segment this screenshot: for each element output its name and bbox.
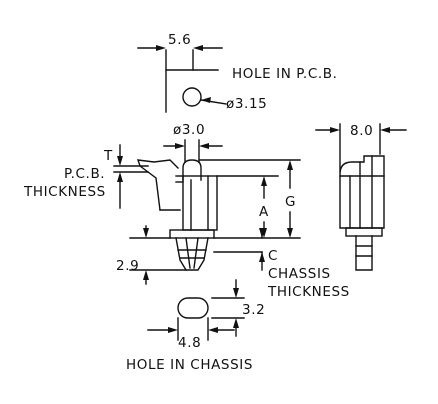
clip-base xyxy=(169,229,215,239)
c-label: C xyxy=(268,248,278,264)
t-label: T xyxy=(103,148,113,164)
side-leg xyxy=(355,235,373,271)
pcb-hole-label: HOLE IN P.C.B. xyxy=(232,66,338,82)
chassis-hole-view: 3.2 4.8 HOLE IN CHASSIS xyxy=(126,279,265,373)
chassis-hole-height-dim: 3.2 xyxy=(242,302,265,318)
pcb-thickness-label: THICKNESS xyxy=(23,184,106,200)
pcb-hole-width-dim: 5.6 xyxy=(168,32,191,48)
side-base xyxy=(345,227,383,237)
pcb-label: P.C.B. xyxy=(64,166,105,182)
chassis-label: CHASSIS xyxy=(268,266,331,282)
g-label: G xyxy=(285,194,296,210)
pcb-hole-circle xyxy=(182,87,202,107)
pcb-hole-view: 5.6 HOLE IN P.C.B. ø3.15 xyxy=(137,32,338,113)
chassis-hole-width-dim: 4.8 xyxy=(178,335,201,351)
pcb-hook xyxy=(136,159,181,211)
side-width-dim: 8.0 xyxy=(350,123,373,139)
side-body xyxy=(339,155,385,229)
pcb-hole-diameter: ø3.15 xyxy=(226,96,267,112)
side-view: 8.0 xyxy=(315,123,407,271)
a-label: A xyxy=(259,204,269,220)
chassis-hole-shape xyxy=(177,297,209,319)
chassis-hole-label: HOLE IN CHASSIS xyxy=(126,357,253,373)
clip-legs xyxy=(175,237,209,271)
chassis-thickness-label: THICKNESS xyxy=(267,284,350,300)
front-view: ø3.0 T P.C.B. THICKNESS xyxy=(23,122,350,300)
clip-body xyxy=(182,175,218,231)
base-height-dim: 2.9 xyxy=(116,258,139,274)
top-diameter-dim: ø3.0 xyxy=(173,122,205,138)
clip-top xyxy=(182,159,202,181)
